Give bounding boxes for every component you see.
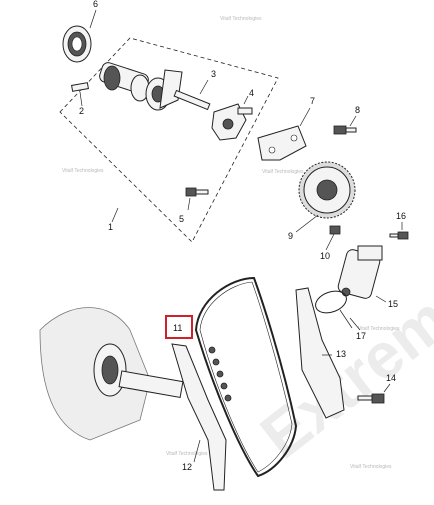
callout-7: 7 [310,96,315,106]
guide-12-part [171,343,227,491]
tensioner-part [337,245,387,303]
callout-3: 3 [211,69,216,79]
callout-4: 4 [249,88,254,98]
decompressor-part [211,95,253,141]
bolt-14-part [357,383,391,404]
callout-17: 17 [356,331,366,341]
callout-6: 6 [93,0,98,9]
leader-line [111,207,119,223]
callout-2: 2 [79,106,84,116]
watermark-text: Vitalf Technologies [220,16,262,22]
callout-1: 1 [108,222,113,232]
callout-12: 12 [182,462,192,472]
callout-13: 13 [336,349,346,359]
watermark-text: Vitalf Technologies [262,169,304,175]
bolt-8-part [333,115,357,135]
cam-chain-part [194,276,298,478]
callout-5: 5 [179,214,184,224]
plate-part [257,107,311,161]
callout-8: 8 [355,105,360,115]
callout-9: 9 [288,231,293,241]
callout-11: 11 [173,323,182,333]
callout-14: 14 [386,373,396,383]
camshaft-part [99,62,183,111]
bolt-5-part [185,187,209,211]
callout-labels: 6 2 3 4 1 5 7 8 9 10 16 15 17 13 14 12 [79,0,406,472]
bolt-10-part [325,225,341,251]
callout-15: 15 [388,299,398,309]
watermark-text: Vitalf Technologies [62,168,104,174]
highlighted-callout-11[interactable]: 11 [165,315,193,339]
dowel-pin-part [71,82,89,107]
shaft-part [173,79,211,111]
leader-line [349,317,361,331]
callout-16: 16 [396,211,406,221]
assembly-dashed-outline [59,37,279,243]
watermark-text: Vitalf Technologies [166,451,208,457]
bearing-part [62,9,97,63]
gasket-part [315,290,353,329]
cam-sprocket-part [295,161,356,233]
bolt-16-part [389,222,409,240]
watermark-text: Vitalf Technologies [358,326,400,332]
chain-guide-part [295,287,345,419]
highlight-box [165,315,193,339]
callout-10: 10 [320,251,330,261]
watermark-text: Vitalf Technologies [350,464,392,470]
crankshaft-part [39,307,184,441]
crank-sprocket-chain [208,346,232,402]
